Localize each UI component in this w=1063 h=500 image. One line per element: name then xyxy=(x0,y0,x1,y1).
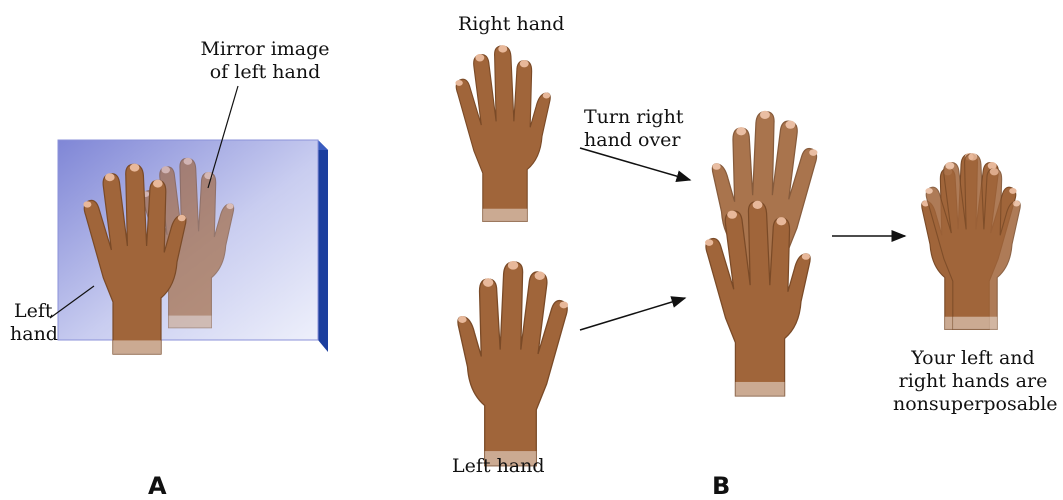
mirror-label-line1: Mirror image xyxy=(190,38,340,61)
left-hand-a-line1: Left xyxy=(10,300,58,323)
conclusion-line2: right hands are xyxy=(893,370,1053,393)
turn-line1: Turn right xyxy=(584,106,683,129)
conclusion-line1: Your left and xyxy=(893,347,1053,370)
panel-a-letter: A xyxy=(148,472,167,500)
arrow-left-to-middle xyxy=(580,298,685,330)
mirror-label-line2: of left hand xyxy=(190,61,340,84)
overlapped-hands xyxy=(705,111,817,396)
panel-b-letter: B xyxy=(712,472,730,500)
arrow-right-to-middle xyxy=(580,148,690,180)
left-hand-b xyxy=(458,261,568,466)
conclusion-label: Your left and right hands are nonsuperpo… xyxy=(893,347,1053,416)
left-hand-a-line2: hand xyxy=(10,323,58,346)
left-hand-a-label: Left hand xyxy=(10,300,58,346)
superposed-hands xyxy=(922,153,1020,329)
right-hand-label: Right hand xyxy=(458,13,564,36)
mirror-image-label: Mirror image of left hand xyxy=(190,38,340,84)
right-hand-b xyxy=(455,45,550,221)
left-hand-b-label: Left hand xyxy=(452,455,545,478)
conclusion-line3: nonsuperposable xyxy=(893,393,1053,416)
turn-line2: hand over xyxy=(584,129,683,152)
turn-over-label: Turn right hand over xyxy=(584,106,683,152)
